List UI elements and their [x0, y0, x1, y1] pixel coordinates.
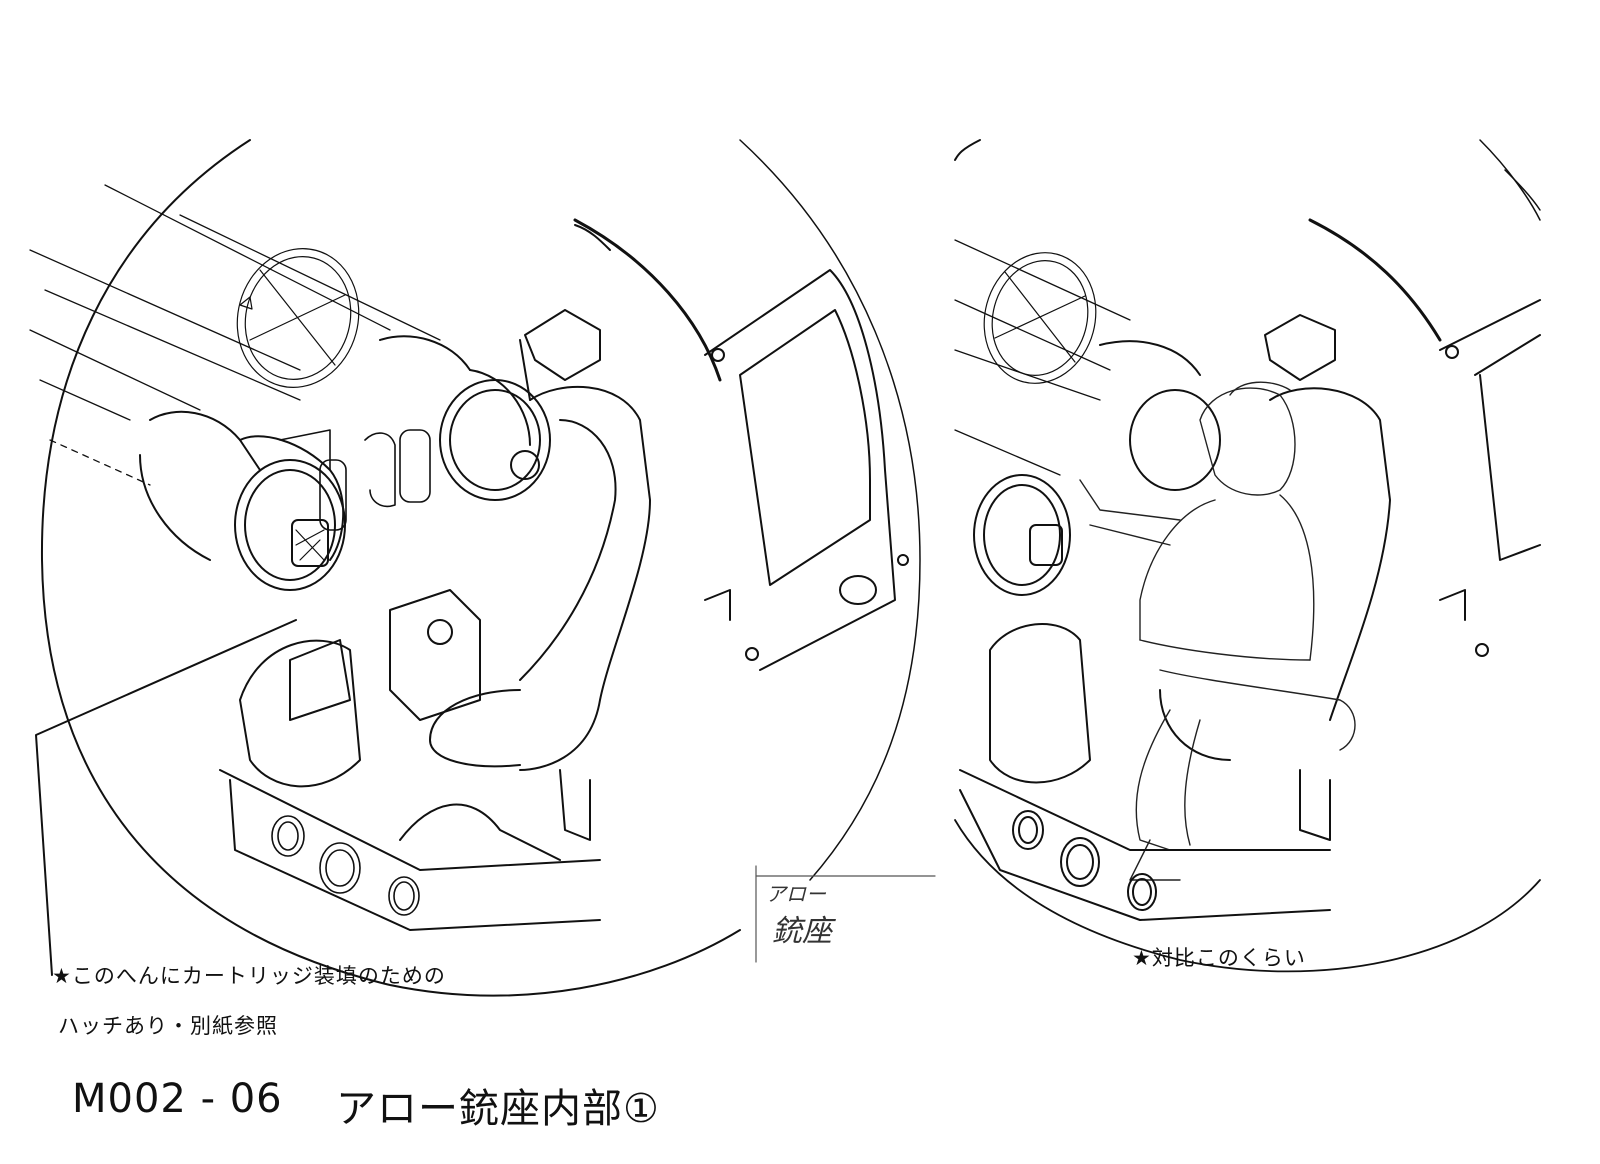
left-base-holes [271, 815, 420, 916]
handwritten-note-frame [755, 865, 936, 963]
left-callout-leader [35, 619, 297, 976]
handwritten-note-line1: アロー [766, 882, 826, 906]
right-seated-figure [1079, 381, 1356, 881]
left-round-window [236, 248, 360, 388]
right-seat-column [1159, 314, 1391, 841]
left-grips [279, 429, 431, 531]
left-panel-illustration [29, 139, 921, 997]
right-side-panel [1439, 299, 1541, 657]
handwritten-note-line2: 銃座 [772, 914, 832, 949]
left-callout-line1: ★このへんにカートリッジ装填のための [52, 964, 446, 988]
right-round-window [983, 252, 1097, 384]
right-perspective-lines [954, 239, 1131, 476]
left-side-panel [704, 269, 909, 671]
left-hull-inner [573, 218, 722, 382]
left-perspective-lines [29, 184, 441, 486]
right-callout: ★対比このくらい [1132, 946, 1306, 970]
left-hull-outer [739, 139, 921, 881]
left-seat-column [429, 309, 651, 841]
left-seat-base [219, 589, 601, 931]
right-porthole-outline [954, 139, 981, 161]
sheet-code: M002 - 06 [72, 1076, 283, 1122]
right-barrels [973, 340, 1221, 596]
sheet-title: アロー銃座内部① [336, 1086, 660, 1132]
right-panel-illustration [954, 139, 1541, 973]
left-porthole-outline [40, 139, 741, 997]
left-callout-line2: ハッチあり・別紙参照 [58, 1014, 278, 1038]
left-barrel-front [139, 410, 346, 591]
right-seat-base [959, 623, 1331, 921]
left-barrel-rear [379, 335, 551, 501]
